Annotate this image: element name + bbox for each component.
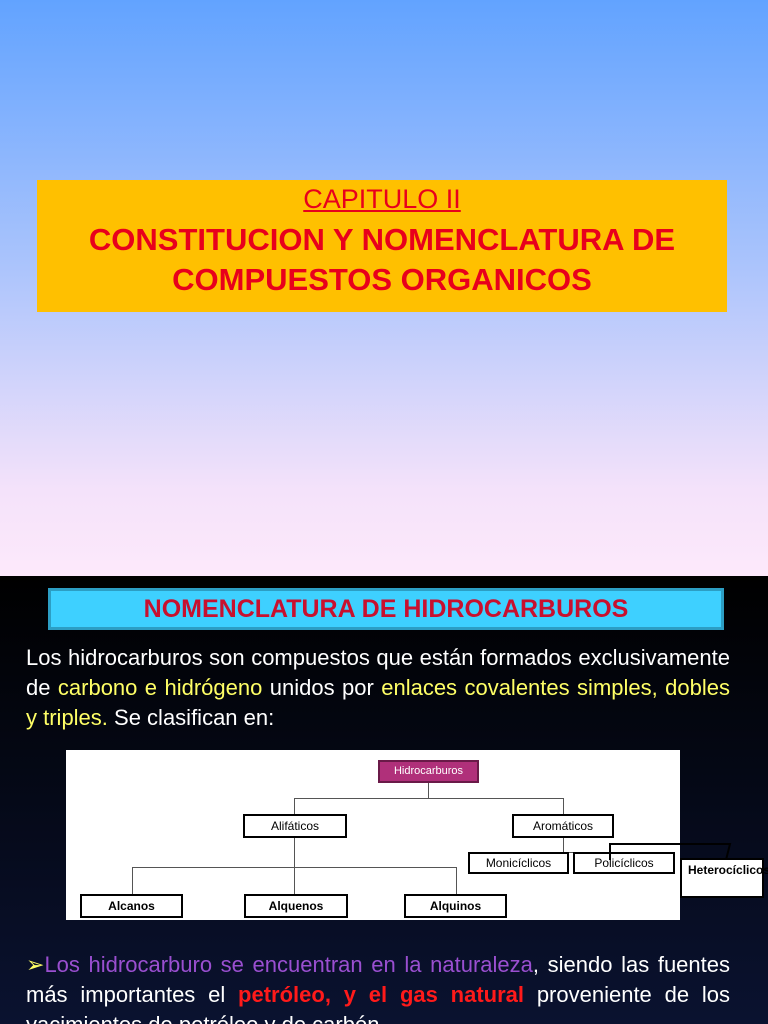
bottom-red-text: petróleo, y el gas natural — [238, 982, 525, 1007]
section-heading: NOMENCLATURA DE HIDROCARBUROS — [48, 588, 724, 630]
connector-root-down — [428, 783, 429, 798]
node-alifaticos: Alifáticos — [243, 814, 347, 838]
connector-to-alifaticos — [294, 798, 295, 815]
node-heterociclicos: Heterocíclicos — [680, 858, 768, 898]
node-aromaticos: Aromáticos — [512, 814, 614, 838]
connector-to-aromaticos — [563, 798, 564, 815]
node-monociclicos: Monicíclicos — [468, 852, 569, 874]
node-alquenos: Alquenos — [244, 894, 348, 918]
bottom-text-2: proveniente de los yacimientos de petról… — [26, 982, 731, 1024]
connector-to-alquinos — [456, 867, 457, 894]
bullet-arrow-icon: ➢ — [26, 952, 45, 977]
main-title-line-2: COMPUESTOS ORGANICOS — [172, 262, 592, 297]
node-alcanos: Alcanos — [80, 894, 183, 918]
connector-to-alcanos — [132, 867, 133, 894]
slide-title: CAPITULO II CONSTITUCION Y NOMENCLATURA … — [0, 0, 768, 576]
title-box: CAPITULO II CONSTITUCION Y NOMENCLATURA … — [37, 180, 727, 312]
slide-nomenclature: NOMENCLATURA DE HIDROCARBUROS Los hidroc… — [0, 576, 768, 1024]
node-alquinos: Alquinos — [404, 894, 507, 918]
bottom-paragraph: ➢Los hidrocarburo se encuentran en la na… — [26, 950, 730, 1024]
intro-text-1: Los hidrocarburos son compuestos que est… — [26, 645, 730, 700]
connector-aromaticos-down — [563, 837, 564, 852]
classification-diagram: Hidrocarburos Alifáticos Aromáticos Moni… — [66, 750, 680, 920]
main-title-line-1: CONSTITUCION Y NOMENCLATURA DE — [88, 222, 676, 257]
heterociclicos-bracket — [609, 843, 732, 861]
connector-to-alquenos — [294, 867, 295, 894]
intro-text-2: unidos por — [262, 675, 382, 700]
main-title: CONSTITUCION Y NOMENCLATURA DE COMPUESTO… — [37, 220, 727, 300]
bottom-text-1: , siendo las fuentes más importantes el — [26, 952, 730, 1007]
connector-alifaticos-down — [294, 837, 295, 867]
chapter-label: CAPITULO II — [303, 184, 461, 214]
connector-top-horizontal — [294, 798, 564, 799]
intro-highlight-1: carbono e hidrógeno — [57, 675, 263, 700]
intro-paragraph: Los hidrocarburos son compuestos que est… — [26, 643, 730, 733]
node-hidrocarburos: Hidrocarburos — [378, 760, 479, 783]
bottom-purple-text: Los hidrocarburo se encuentran en la nat… — [44, 952, 533, 977]
intro-highlight-2: enlaces covalentes simples, dobles y tri… — [26, 675, 730, 730]
intro-text-3: Se clasifican en: — [107, 705, 275, 730]
